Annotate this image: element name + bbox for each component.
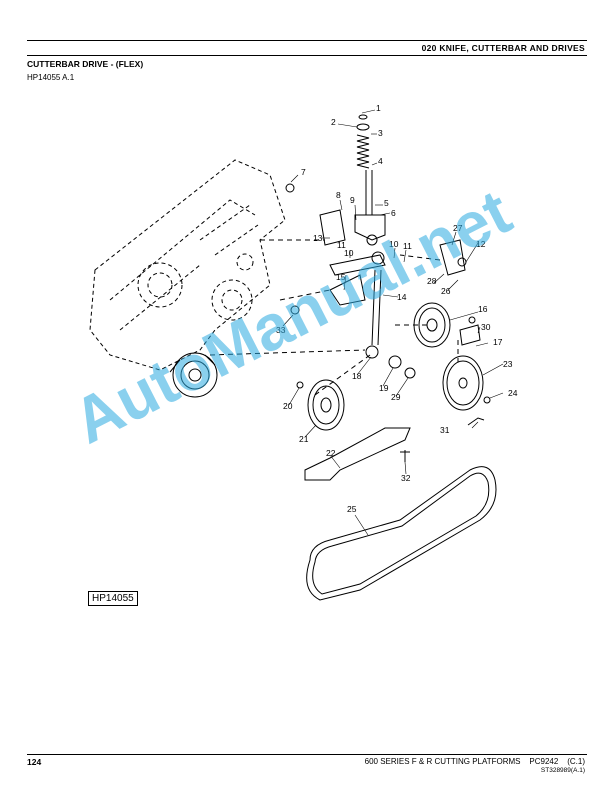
callout-1: 1 [376,103,381,113]
callout-31: 31 [440,425,450,435]
drive-hub-left [169,352,218,398]
pulley-16 [413,302,451,348]
callout-13: 13 [313,233,323,243]
callout-11a: 11 [337,240,346,250]
figure-ref: HP14055 A.1 [27,73,75,82]
callout-4: 4 [378,156,383,166]
callout-27: 27 [453,223,463,233]
callout-5: 5 [384,198,389,208]
callout-6: 6 [391,208,396,218]
drive-belt [306,466,497,601]
callout-15: 15 [336,272,346,282]
callout-10a: 10 [344,248,354,258]
callout-11b: 11 [403,241,412,251]
callout-29: 29 [391,392,401,402]
header-rule-top [27,40,587,41]
alignment-lines [209,239,459,396]
callout-30: 30 [481,322,491,332]
belt-guard [304,427,411,481]
callout-7: 7 [301,167,306,177]
watermark: AutoManual.net [62,175,522,457]
callout-26: 26 [441,286,451,296]
callout-19: 19 [379,383,389,393]
header-rule-bottom [27,55,587,56]
callout-17: 17 [493,337,503,347]
callout-22: 22 [326,448,336,458]
frame-housing [89,159,286,371]
callout-8: 8 [336,190,341,200]
callout-10b: 10 [389,239,399,249]
callout-16: 16 [478,304,488,314]
section-header: 020 KNIFE, CUTTERBAR AND DRIVES [421,43,585,53]
callout-labels: 1 2 3 4 5 6 7 8 9 10 10 11 11 12 13 14 1… [276,103,518,514]
callout-14: 14 [397,292,407,302]
callout-3: 3 [378,128,383,138]
spring-assembly [356,114,373,215]
callout-20: 20 [283,401,293,411]
callout-25: 25 [347,504,357,514]
pulley-21 [307,379,345,431]
document-code: ST328989(A.1) [540,767,585,774]
callout-12: 12 [476,239,486,249]
callout-32: 32 [401,473,411,483]
callout-33: 33 [276,325,286,335]
figure-id-label: HP14055 [88,591,138,606]
idler-arm [319,209,386,346]
callout-21: 21 [299,434,309,444]
page-title: CUTTERBAR DRIVE - (FLEX) [27,59,144,69]
callout-24: 24 [508,388,518,398]
page-number: 124 [27,757,42,767]
callout-9: 9 [350,195,355,205]
publication-info: 600 SERIES F & R CUTTING PLATFORMS PC924… [364,757,585,766]
callout-23: 23 [503,359,513,369]
callout-2: 2 [331,117,336,127]
callout-18: 18 [352,371,362,381]
callout-28: 28 [427,276,437,286]
leader-lines [282,109,504,536]
pulley-23 [442,355,484,411]
footer-rule [27,754,587,755]
